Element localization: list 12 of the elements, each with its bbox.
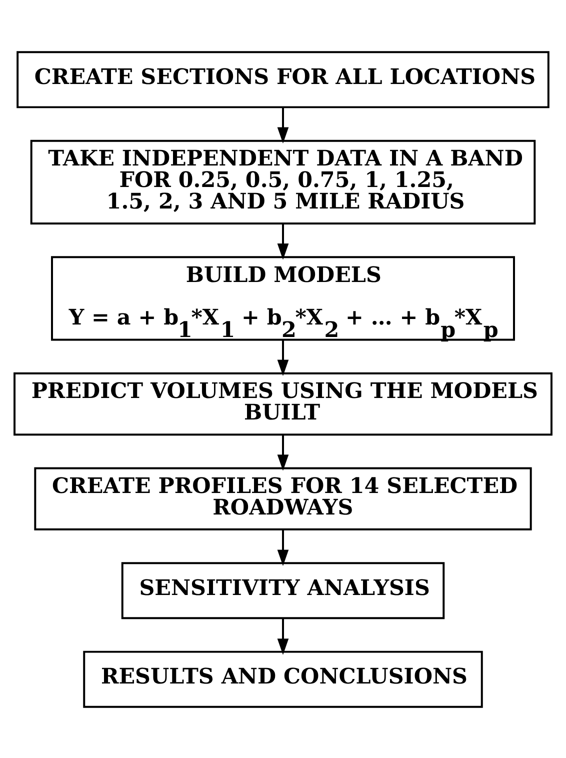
node-box: CREATE SECTIONS FOR ALL LOCATIONS <box>16 50 550 108</box>
arrow <box>277 434 289 470</box>
node-box: RESULTS AND CONCLUSIONS <box>83 650 483 708</box>
arrow <box>277 529 289 566</box>
arrow <box>277 339 289 376</box>
node-box: SENSITIVITY ANALYSIS <box>121 562 445 619</box>
arrow <box>277 106 289 143</box>
node-box: TAKE INDEPENDENT DATA IN A BAND FOR 0.25, 0.5, 0.75, 1, 1.25, 1.5, 2, 3 AND 5 MILE RADIUS <box>30 139 536 224</box>
arrow <box>277 618 289 654</box>
node-box: PREDICT VOLUMES USING THE MODELS BUILT <box>14 372 552 436</box>
arrow <box>277 223 289 260</box>
node-box: CREATE PROFILES FOR 14 SELECTED ROADWAYS <box>34 466 532 530</box>
